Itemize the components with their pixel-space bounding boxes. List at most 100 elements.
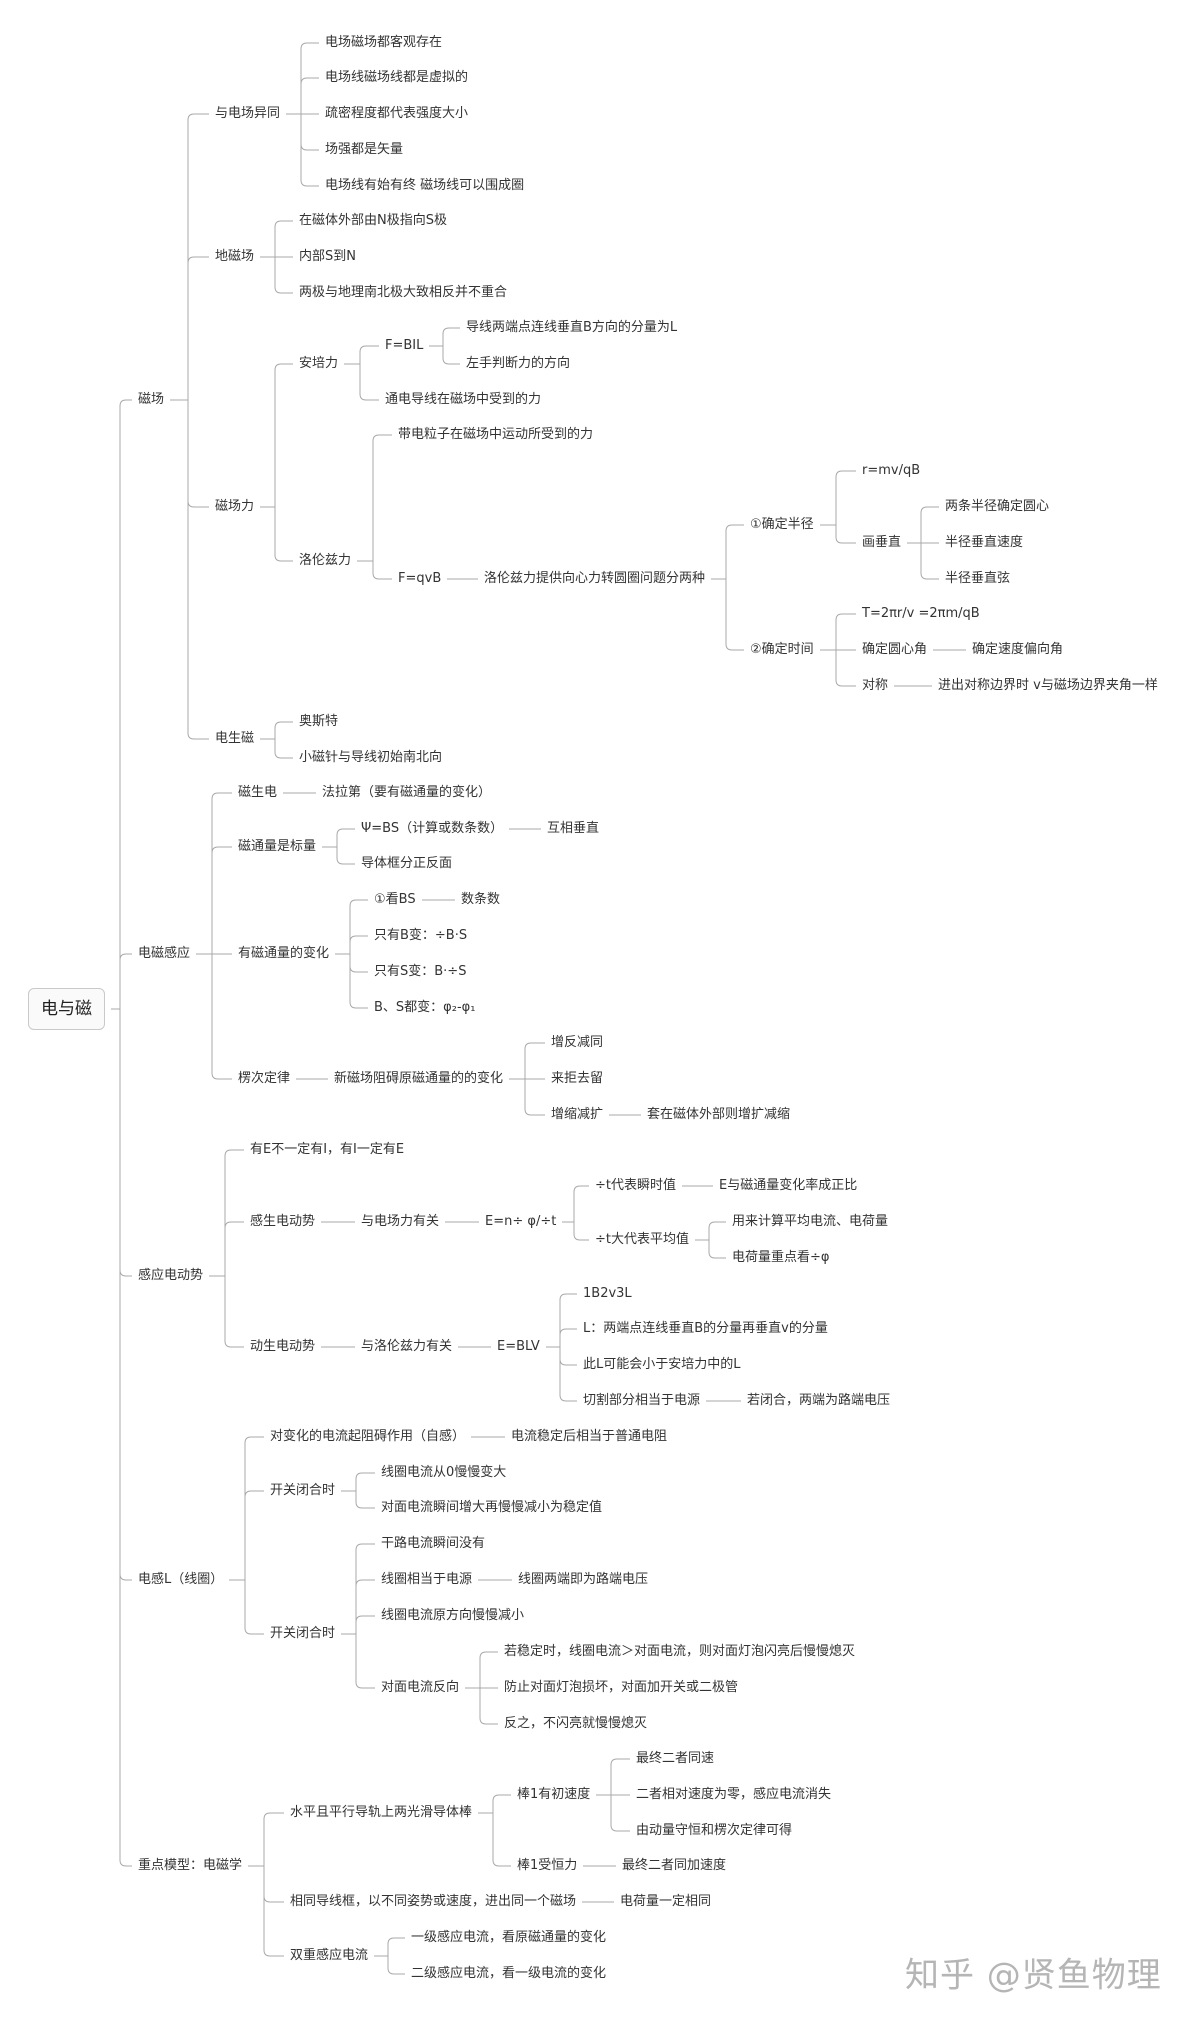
node-d2a: 线圈电流从0慢慢变大 — [381, 1465, 507, 1480]
connector-a3b2a-r1 — [725, 524, 744, 532]
node-e2: 相同导线框，以不同姿势或速度，进出同一个磁场 — [290, 1894, 577, 1909]
node-d3d1: 若稳定时，线圈电流＞对面电流，则对面灯泡闪亮后慢慢熄灭 — [504, 1644, 856, 1659]
node-a1: 与电场异同 — [215, 106, 281, 121]
node-b3a: ①看BS — [374, 892, 416, 907]
node-b3b: 只有B变：÷B·S — [374, 928, 468, 943]
node-c2b: E=n÷ φ/÷t — [485, 1214, 557, 1229]
node-e3: 双重感应电流 — [290, 1948, 369, 1963]
connector-e-e1 — [263, 1812, 284, 1820]
node-d1a: 电流稳定后相当于普通电阻 — [511, 1429, 668, 1444]
connector-b2-b2a — [336, 828, 355, 836]
node-a3a1a: 导线两端点连线垂直B方向的分量为L — [466, 320, 678, 335]
node-b1a: 法拉第（要有磁通量的变化） — [322, 785, 492, 800]
connector-d-d1 — [244, 1436, 264, 1444]
connector-c2b2-c2b2b — [708, 1251, 726, 1259]
node-r2b1: 确定速度偏向角 — [972, 642, 1064, 657]
node-c2b1a: E与磁通量变化率成正比 — [719, 1178, 858, 1193]
connector-b4a-b4a1 — [524, 1042, 545, 1050]
node-c2: 感生电动势 — [250, 1214, 316, 1229]
connector-a-a3 — [187, 500, 209, 508]
node-d3d2: 防止对面灯泡损坏，对面加开关或二极管 — [504, 1680, 739, 1695]
connector-e-e3 — [263, 1949, 284, 1957]
node-b2b: 导体框分正反面 — [361, 856, 453, 871]
node-b3a1: 数条数 — [461, 892, 501, 907]
connector-e3-e3b — [387, 1967, 405, 1975]
connector-a4-a4b — [274, 751, 293, 759]
node-e1a1: 最终二者同速 — [636, 1751, 715, 1766]
node-d2: 开关闭合时 — [270, 1483, 336, 1498]
connector-d3-d3c — [355, 1615, 375, 1623]
node-d3c: 线圈电流原方向慢慢减小 — [381, 1608, 525, 1623]
connector-root-e — [119, 1859, 132, 1867]
connector-a1-a1d — [300, 143, 319, 151]
node-r2a: T=2πr/v =2πm/qB — [862, 606, 980, 621]
node-r1b: 画垂直 — [862, 535, 902, 550]
connector-a3a-a3a2 — [359, 393, 379, 401]
connector-root-b — [119, 953, 132, 961]
node-a3b1: 带电粒子在磁场中运动所受到的力 — [398, 427, 594, 442]
node-c3: 动生电动势 — [250, 1339, 316, 1354]
connector-a3b2a-r2 — [725, 643, 744, 651]
node-r1: ①确定半径 — [750, 517, 814, 532]
connector-b-b1 — [211, 792, 232, 800]
node-b2a: Ψ=BS（计算或数条数） — [361, 821, 504, 836]
connector-c2b-c2b2 — [573, 1233, 589, 1241]
connector-a2-a2c — [274, 286, 293, 294]
node-r2c1: 进出对称边界时 v与磁场边界夹角一样 — [938, 678, 1158, 693]
connector-r1-r1a — [835, 470, 856, 478]
connector-b2-b2b — [336, 857, 355, 865]
connector-d2-d2b — [355, 1501, 375, 1509]
node-b2a1: 互相垂直 — [547, 821, 600, 836]
node-d3a: 干路电流瞬间没有 — [381, 1536, 486, 1551]
node-c3b4: 切割部分相当于电源 — [583, 1393, 701, 1408]
node-b3: 有磁通量的变化 — [238, 946, 330, 961]
connector-a2-a2a — [274, 220, 293, 228]
connector-c-c1 — [224, 1149, 244, 1157]
watermark: 知乎 @贤鱼物理 — [905, 1955, 1162, 1996]
node-a2b: 内部S到N — [299, 249, 356, 264]
node-d3b: 线圈相当于电源 — [381, 1572, 473, 1587]
node-c2b1: ÷t代表瞬时值 — [595, 1178, 676, 1193]
node-r1b2: 半径垂直速度 — [945, 535, 1024, 550]
connector-a3-a3a — [274, 363, 293, 371]
node-a1e: 电场线有始有终 磁场线可以围成圈 — [325, 178, 525, 193]
connector-a3b-a3b2 — [372, 572, 392, 580]
node-b4a3a: 套在磁体外部则增扩减缩 — [647, 1107, 791, 1122]
node-c3b4a: 若闭合，两端为路端电压 — [747, 1393, 891, 1408]
node-b3c: 只有S变：B·÷S — [374, 964, 467, 979]
connector-e1-e1b — [492, 1859, 511, 1867]
connector-d3d-d3d3 — [479, 1717, 498, 1725]
root-node: 电与磁 — [28, 988, 105, 1030]
node-e: 重点模型：电磁学 — [138, 1858, 243, 1873]
node-r2c: 对称 — [862, 678, 889, 693]
node-c3b1: 1B2v3L — [583, 1286, 632, 1301]
node-e2a: 电荷量一定相同 — [620, 1894, 712, 1909]
node-d2b: 对面电流瞬间增大再慢慢减小为稳定值 — [381, 1500, 603, 1515]
node-c3a: 与洛伦兹力有关 — [361, 1339, 453, 1354]
node-c2b2a: 用来计算平均电流、电荷量 — [732, 1214, 889, 1229]
connector-c3b-c3b2 — [559, 1328, 577, 1336]
connector-e1-e1a — [492, 1794, 511, 1802]
connector-root-a — [119, 399, 132, 407]
node-r1b1: 两条半径确定圆心 — [945, 499, 1050, 514]
connector-b-b2 — [211, 846, 232, 854]
connector-r1b-r1b1 — [920, 506, 939, 514]
connector-r2-r2c — [835, 679, 856, 687]
node-a2a: 在磁体外部由N极指向S极 — [299, 213, 447, 228]
connector-c-c2 — [224, 1221, 244, 1229]
node-a1b: 电场线磁场线都是虚拟的 — [325, 70, 469, 85]
connector-r1-r1b — [835, 536, 856, 544]
node-r2b: 确定圆心角 — [862, 642, 928, 657]
node-d: 电感L（线圈） — [138, 1572, 224, 1587]
connector-a1-a1e — [300, 179, 319, 187]
connector-c-c3 — [224, 1340, 244, 1348]
node-a3b: 洛伦兹力 — [299, 553, 352, 568]
node-b4: 楞次定律 — [238, 1071, 291, 1086]
node-e1a: 棒1有初速度 — [517, 1787, 591, 1802]
connector-c3b-c3b4 — [559, 1394, 577, 1402]
node-a3: 磁场力 — [215, 499, 255, 514]
connector-b3-b3c — [349, 965, 368, 973]
node-r2: ②确定时间 — [750, 642, 814, 657]
connector-a-a4 — [187, 732, 209, 740]
